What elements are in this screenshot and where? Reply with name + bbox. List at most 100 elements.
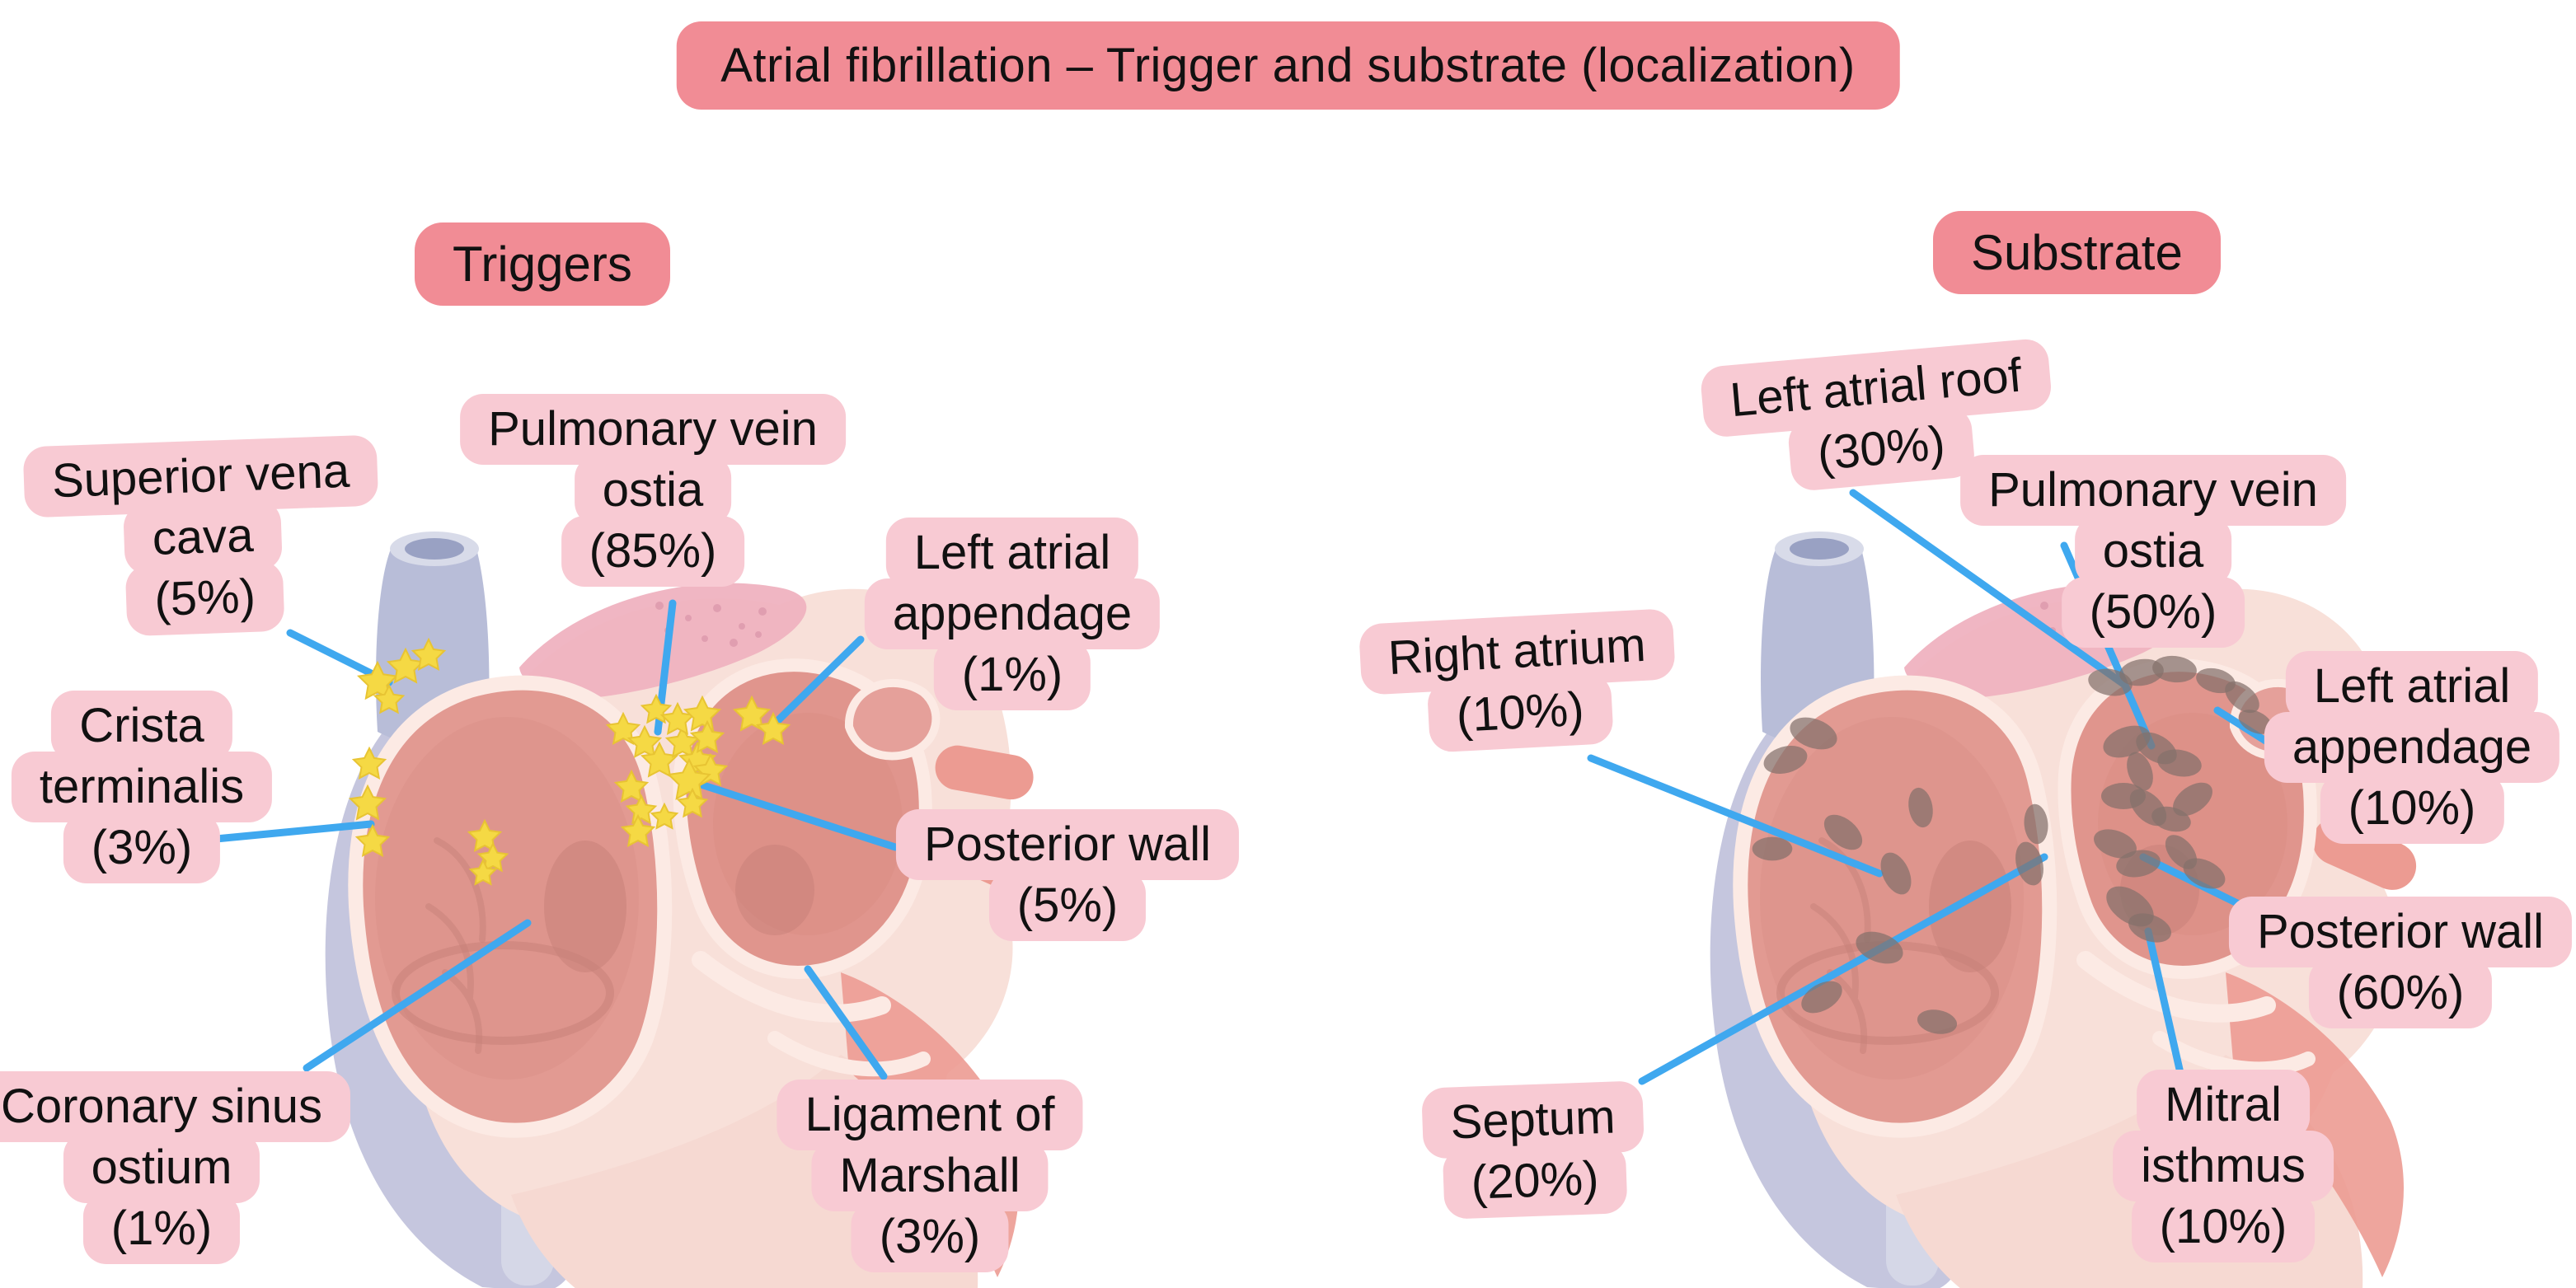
substrate-spot-marker xyxy=(2015,841,2043,886)
callout-line: (20%) xyxy=(1442,1142,1628,1220)
substrate-spot-marker xyxy=(1790,717,1837,750)
callout-substrate-ra: Right atrium(10%) xyxy=(1358,608,1679,756)
callout-line: appendage xyxy=(2264,712,2560,783)
callout-substrate-septum: Septum(20%) xyxy=(1421,1080,1646,1220)
leader-lines-group xyxy=(212,489,2271,1085)
substrate-spot-marker xyxy=(1917,1009,1958,1034)
substrate-spot-marker xyxy=(1801,981,1842,1014)
leader-line-substrate-roof xyxy=(1849,489,2128,688)
substrate-spot-marker xyxy=(1763,746,1808,774)
trigger-star-marker xyxy=(468,858,498,886)
trigger-star-marker xyxy=(650,802,679,830)
callout-line: (1%) xyxy=(933,639,1091,710)
trigger-star-marker xyxy=(625,794,658,825)
callout-line: (1%) xyxy=(82,1193,241,1264)
callout-line: Posterior wall xyxy=(895,809,1240,880)
callout-line: Crista xyxy=(51,691,232,761)
substrate-spot-marker xyxy=(2103,725,2151,758)
leader-line-substrate-septum xyxy=(1638,853,2048,1085)
callout-line: (5%) xyxy=(124,560,285,637)
callout-line: Pulmonary vein xyxy=(1960,455,2346,526)
page-title: Atrial fibrillation – Trigger and substr… xyxy=(676,21,1900,110)
substrate-spot-marker xyxy=(2173,782,2212,817)
section-heading-triggers: Triggers xyxy=(415,222,670,306)
callout-line: (3%) xyxy=(851,1201,1009,1272)
callout-substrate-posterior: Posterior wall(60%) xyxy=(2228,897,2573,1028)
callout-line: (10%) xyxy=(2320,773,2504,844)
substrate-spot-marker xyxy=(2238,710,2273,734)
callout-line: Left atrial xyxy=(885,518,1139,588)
trigger-star-marker xyxy=(620,813,656,848)
substrate-spot-marker xyxy=(2157,749,2202,777)
substrate-spot-marker xyxy=(2152,655,2197,683)
callout-line: ostia xyxy=(2074,516,2232,587)
leader-line-triggers-crista xyxy=(212,820,375,843)
callout-line: (50%) xyxy=(2061,577,2245,648)
trigger-star-marker xyxy=(683,695,722,732)
callout-triggers-posterior: Posterior wall(5%) xyxy=(895,809,1240,941)
callout-line: Ligament of xyxy=(777,1080,1083,1150)
callout-line: ostia xyxy=(574,455,732,526)
substrate-spot-marker xyxy=(2094,829,2137,859)
callout-line: Mitral xyxy=(2137,1070,2310,1140)
leader-line-substrate-ra xyxy=(1587,754,1884,878)
trigger-star-markers-group xyxy=(348,637,791,886)
substrate-spot-marker xyxy=(1823,814,1863,850)
trigger-star-marker xyxy=(411,637,447,672)
callout-line: (60%) xyxy=(2308,958,2493,1028)
callout-line: Pulmonary vein xyxy=(460,394,846,465)
callout-line: Left atrial xyxy=(2285,651,2539,722)
callout-line: Coronary sinus xyxy=(0,1071,351,1142)
substrate-spot-marker xyxy=(1752,836,1793,861)
leader-line-triggers-marshall xyxy=(804,965,888,1080)
substrate-spot-marker xyxy=(2024,803,2048,845)
trigger-star-marker xyxy=(676,787,709,818)
callout-line: (10%) xyxy=(2131,1192,2316,1262)
substrate-spot-marker xyxy=(2127,752,2153,791)
substrate-spot-marker xyxy=(2128,913,2171,943)
substrate-spot-marker xyxy=(2116,850,2161,878)
callout-line: isthmus xyxy=(2113,1131,2334,1201)
substrate-spot-markers-group xyxy=(1752,655,2273,1034)
substrate-spot-marker xyxy=(2183,858,2226,889)
leader-line-substrate-mitral xyxy=(2144,927,2184,1077)
trigger-star-marker xyxy=(732,695,772,732)
section-heading-substrate: Substrate xyxy=(1933,211,2221,294)
trigger-star-marker xyxy=(667,757,711,800)
trigger-star-marker xyxy=(664,724,701,759)
callout-line: (85%) xyxy=(561,516,745,587)
substrate-spot-marker xyxy=(1880,852,1912,895)
substrate-spot-marker xyxy=(2225,681,2259,714)
trigger-star-marker xyxy=(689,719,725,754)
trigger-star-marker xyxy=(626,724,663,759)
leader-line-substrate-laa xyxy=(2213,706,2271,746)
trigger-star-marker xyxy=(386,647,425,684)
callout-line: (3%) xyxy=(63,813,221,883)
substrate-spot-marker xyxy=(2129,789,2167,827)
callout-line: appendage xyxy=(864,578,1161,649)
trigger-star-marker xyxy=(613,769,650,803)
leader-line-triggers-laa xyxy=(769,635,865,729)
callout-line: Marshall xyxy=(811,1140,1049,1211)
callout-line: (5%) xyxy=(988,870,1147,941)
trigger-star-marker xyxy=(476,841,509,873)
trigger-star-marker xyxy=(373,683,406,714)
leader-line-triggers-cs xyxy=(303,919,532,1072)
substrate-spot-marker xyxy=(1856,931,1903,964)
callout-line: (10%) xyxy=(1426,672,1614,753)
trigger-star-marker xyxy=(348,784,387,821)
trigger-star-marker xyxy=(351,746,387,780)
callout-line: terminalis xyxy=(11,752,273,822)
callout-line: Posterior wall xyxy=(2228,897,2573,967)
trigger-star-marker xyxy=(605,711,641,746)
